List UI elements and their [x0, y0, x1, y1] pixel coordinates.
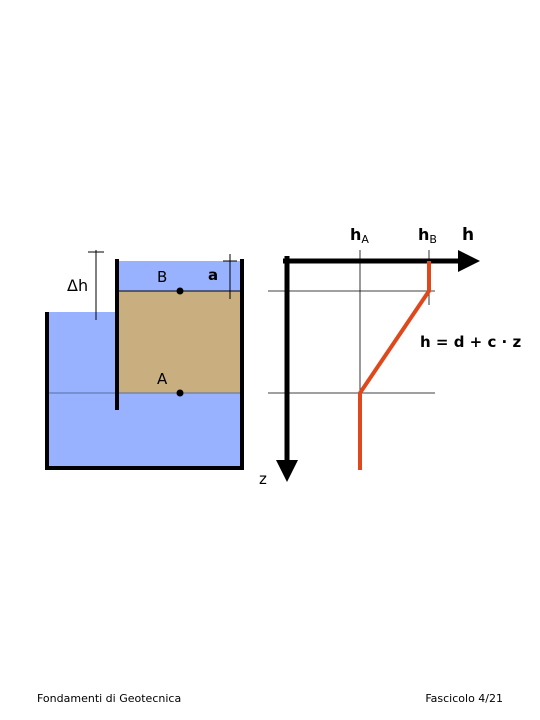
z-axis-arrow-icon [276, 460, 298, 482]
h-axis [283, 250, 480, 272]
h-b-subscript: B [429, 233, 437, 246]
left-water-reservoir [47, 312, 117, 468]
delta-h-label: Δh [67, 276, 88, 295]
bottom-water-region [117, 393, 242, 468]
top-water-layer [117, 261, 242, 291]
z-axis [276, 256, 298, 482]
h-b-label: hB [418, 225, 437, 246]
z-axis-label: z [259, 470, 267, 488]
point-b-label: B [157, 268, 167, 286]
delta-h-dimension [88, 250, 104, 320]
graph-guide-lines [268, 250, 435, 394]
head-distribution-line [358, 261, 431, 470]
h-a-label: hA [350, 225, 369, 246]
h-a-main: h [350, 225, 361, 244]
h-axis-label: h [462, 225, 474, 245]
a-label: a [208, 266, 218, 284]
footer-course-title: Fondamenti di Geotecnica [37, 692, 182, 705]
point-b-marker [176, 287, 184, 295]
point-a-marker [176, 389, 184, 397]
h-axis-arrow-icon [458, 250, 480, 272]
soil-sample [117, 291, 242, 393]
point-a-label: A [157, 370, 168, 388]
container-walls [45, 259, 244, 470]
a-dimension [223, 254, 237, 299]
equation-label: h = d + c · z [420, 333, 521, 351]
footer-page-number: Fascicolo 4/21 [425, 692, 503, 705]
h-b-main: h [418, 225, 429, 244]
h-a-subscript: A [361, 233, 369, 246]
